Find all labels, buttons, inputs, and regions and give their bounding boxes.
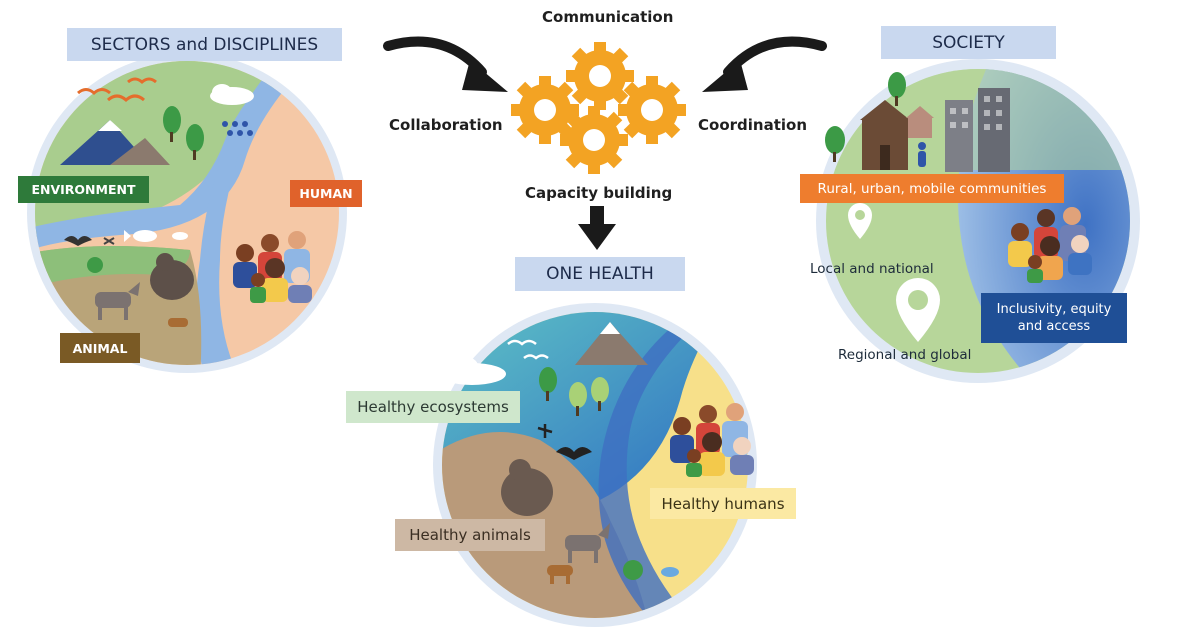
one-health-title: ONE HEALTH xyxy=(515,257,685,291)
pin-large-icon xyxy=(896,278,940,342)
environment-label: ENVIRONMENT xyxy=(18,176,149,203)
inclusivity-label: Inclusivity, equity and access xyxy=(981,293,1127,343)
local-national-label: Local and national xyxy=(810,261,934,277)
one-health-people xyxy=(670,403,754,477)
communication-label: Communication xyxy=(542,8,674,26)
communities-label: Rural, urban, mobile communities xyxy=(800,174,1064,203)
coordination-label: Coordination xyxy=(698,116,807,134)
sectors-title: SECTORS and DISCIPLINES xyxy=(67,28,342,61)
pin-icon xyxy=(848,203,872,239)
human-label: HUMAN xyxy=(290,180,362,207)
arrow-down-icon xyxy=(578,206,616,250)
arrow-right-icon xyxy=(702,36,827,92)
regional-global-label: Regional and global xyxy=(838,347,972,363)
healthy-animals-label: Healthy animals xyxy=(395,519,545,551)
society-title: SOCIETY xyxy=(881,26,1056,59)
sector-people xyxy=(233,231,312,303)
society-people xyxy=(1008,207,1092,283)
collaboration-label: Collaboration xyxy=(389,116,503,134)
sectors-circle xyxy=(27,53,347,373)
arrow-left-icon xyxy=(383,36,508,92)
capacity-building-label: Capacity building xyxy=(525,184,673,202)
one-health-circle xyxy=(433,303,757,627)
animal-label: ANIMAL xyxy=(60,333,140,363)
healthy-humans-label: Healthy humans xyxy=(650,488,796,519)
gears-icon xyxy=(511,42,686,174)
healthy-ecosystems-label: Healthy ecosystems xyxy=(346,391,520,423)
